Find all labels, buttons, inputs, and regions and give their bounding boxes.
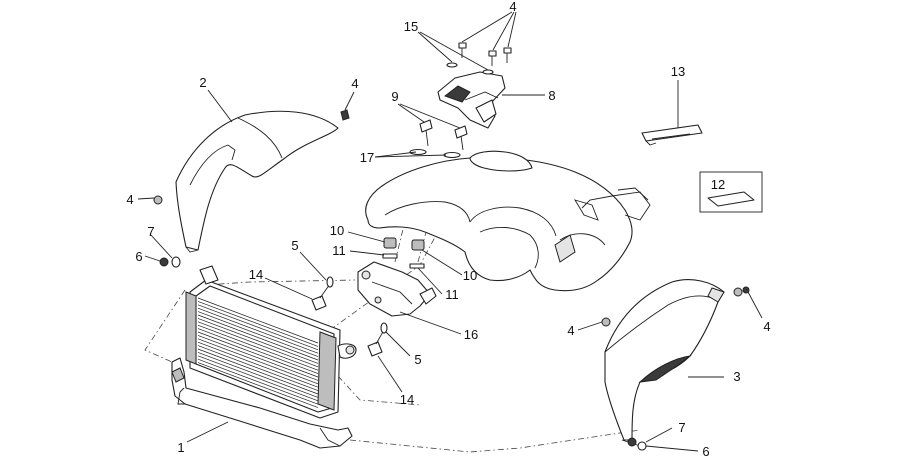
screw-9-left <box>419 119 433 147</box>
part-bracket <box>357 261 437 317</box>
radiator-fin <box>197 328 319 374</box>
radiator-fin <box>197 314 319 361</box>
radiator-fin <box>197 352 319 398</box>
radiator-fin <box>197 355 319 402</box>
part-left-cowl <box>175 110 339 253</box>
callout-4-cowl: 4 <box>351 76 358 91</box>
callout-3: 3 <box>733 369 740 384</box>
screw-top-2 <box>488 50 497 66</box>
part-upper-bracket <box>437 71 506 129</box>
screw-top-1 <box>458 42 467 58</box>
screw-9-right <box>454 125 468 151</box>
callout-6-left: 6 <box>135 249 142 264</box>
radiator-fin <box>197 358 319 405</box>
callout-5-upper: 5 <box>291 238 298 253</box>
callout-1: 1 <box>177 440 184 455</box>
part-lower-spoiler <box>171 357 353 449</box>
radiator-fin <box>197 304 319 351</box>
radiator-fin <box>197 301 319 347</box>
callout-4-mid: 4 <box>567 323 574 338</box>
radiator-fin <box>197 341 319 388</box>
callout-16: 16 <box>464 327 478 342</box>
radiator-fins <box>197 297 319 408</box>
callout-14-upper: 14 <box>249 267 263 282</box>
radiator-fin <box>197 331 319 378</box>
callout-4-right: 4 <box>763 319 770 334</box>
part-plate <box>641 124 703 146</box>
screw-top-3 <box>503 47 512 63</box>
callout-10-left: 10 <box>330 223 344 238</box>
radiator-fin <box>197 335 319 381</box>
radiator-fin <box>197 321 319 368</box>
radiator-fin <box>197 297 319 344</box>
callout-7-left: 7 <box>147 224 154 239</box>
callout-11-left: 11 <box>332 243 346 258</box>
radiator-fin <box>197 345 319 391</box>
radiator-fin <box>197 318 319 364</box>
callout-12: 12 <box>711 177 725 192</box>
leader-lines <box>137 11 763 452</box>
callout-15: 15 <box>404 19 418 34</box>
callout-10-right: 10 <box>463 268 477 283</box>
bolt-14-upper <box>311 283 331 311</box>
callout-4-left: 4 <box>126 192 133 207</box>
callout-13: 13 <box>671 64 685 79</box>
radiator-fin <box>197 324 319 371</box>
callout-14-lower: 14 <box>400 392 414 407</box>
callout-4-top: 4 <box>509 0 516 14</box>
radiator-fin <box>197 362 319 408</box>
bolt-14-lower <box>367 329 385 357</box>
callout-6-right: 6 <box>702 444 709 459</box>
callout-8: 8 <box>548 88 555 103</box>
callout-7-right: 7 <box>678 420 685 435</box>
callout-9: 9 <box>391 89 398 104</box>
part-pad-box <box>699 171 763 213</box>
part-right-fairing <box>604 279 725 447</box>
radiator-fin <box>197 348 319 395</box>
callout-2: 2 <box>199 75 206 90</box>
radiator-fin <box>197 311 319 357</box>
radiator-fin <box>197 338 319 385</box>
callout-11-right: 11 <box>445 287 459 302</box>
callout-labels: 4 15 13 2 4 8 9 17 12 4 10 7 5 11 6 14 1… <box>126 0 770 459</box>
radiator-fin <box>197 307 319 354</box>
part-radiator <box>185 265 357 419</box>
callout-17: 17 <box>360 150 374 165</box>
callout-5-lower: 5 <box>414 352 421 367</box>
part-main-body <box>365 150 651 292</box>
